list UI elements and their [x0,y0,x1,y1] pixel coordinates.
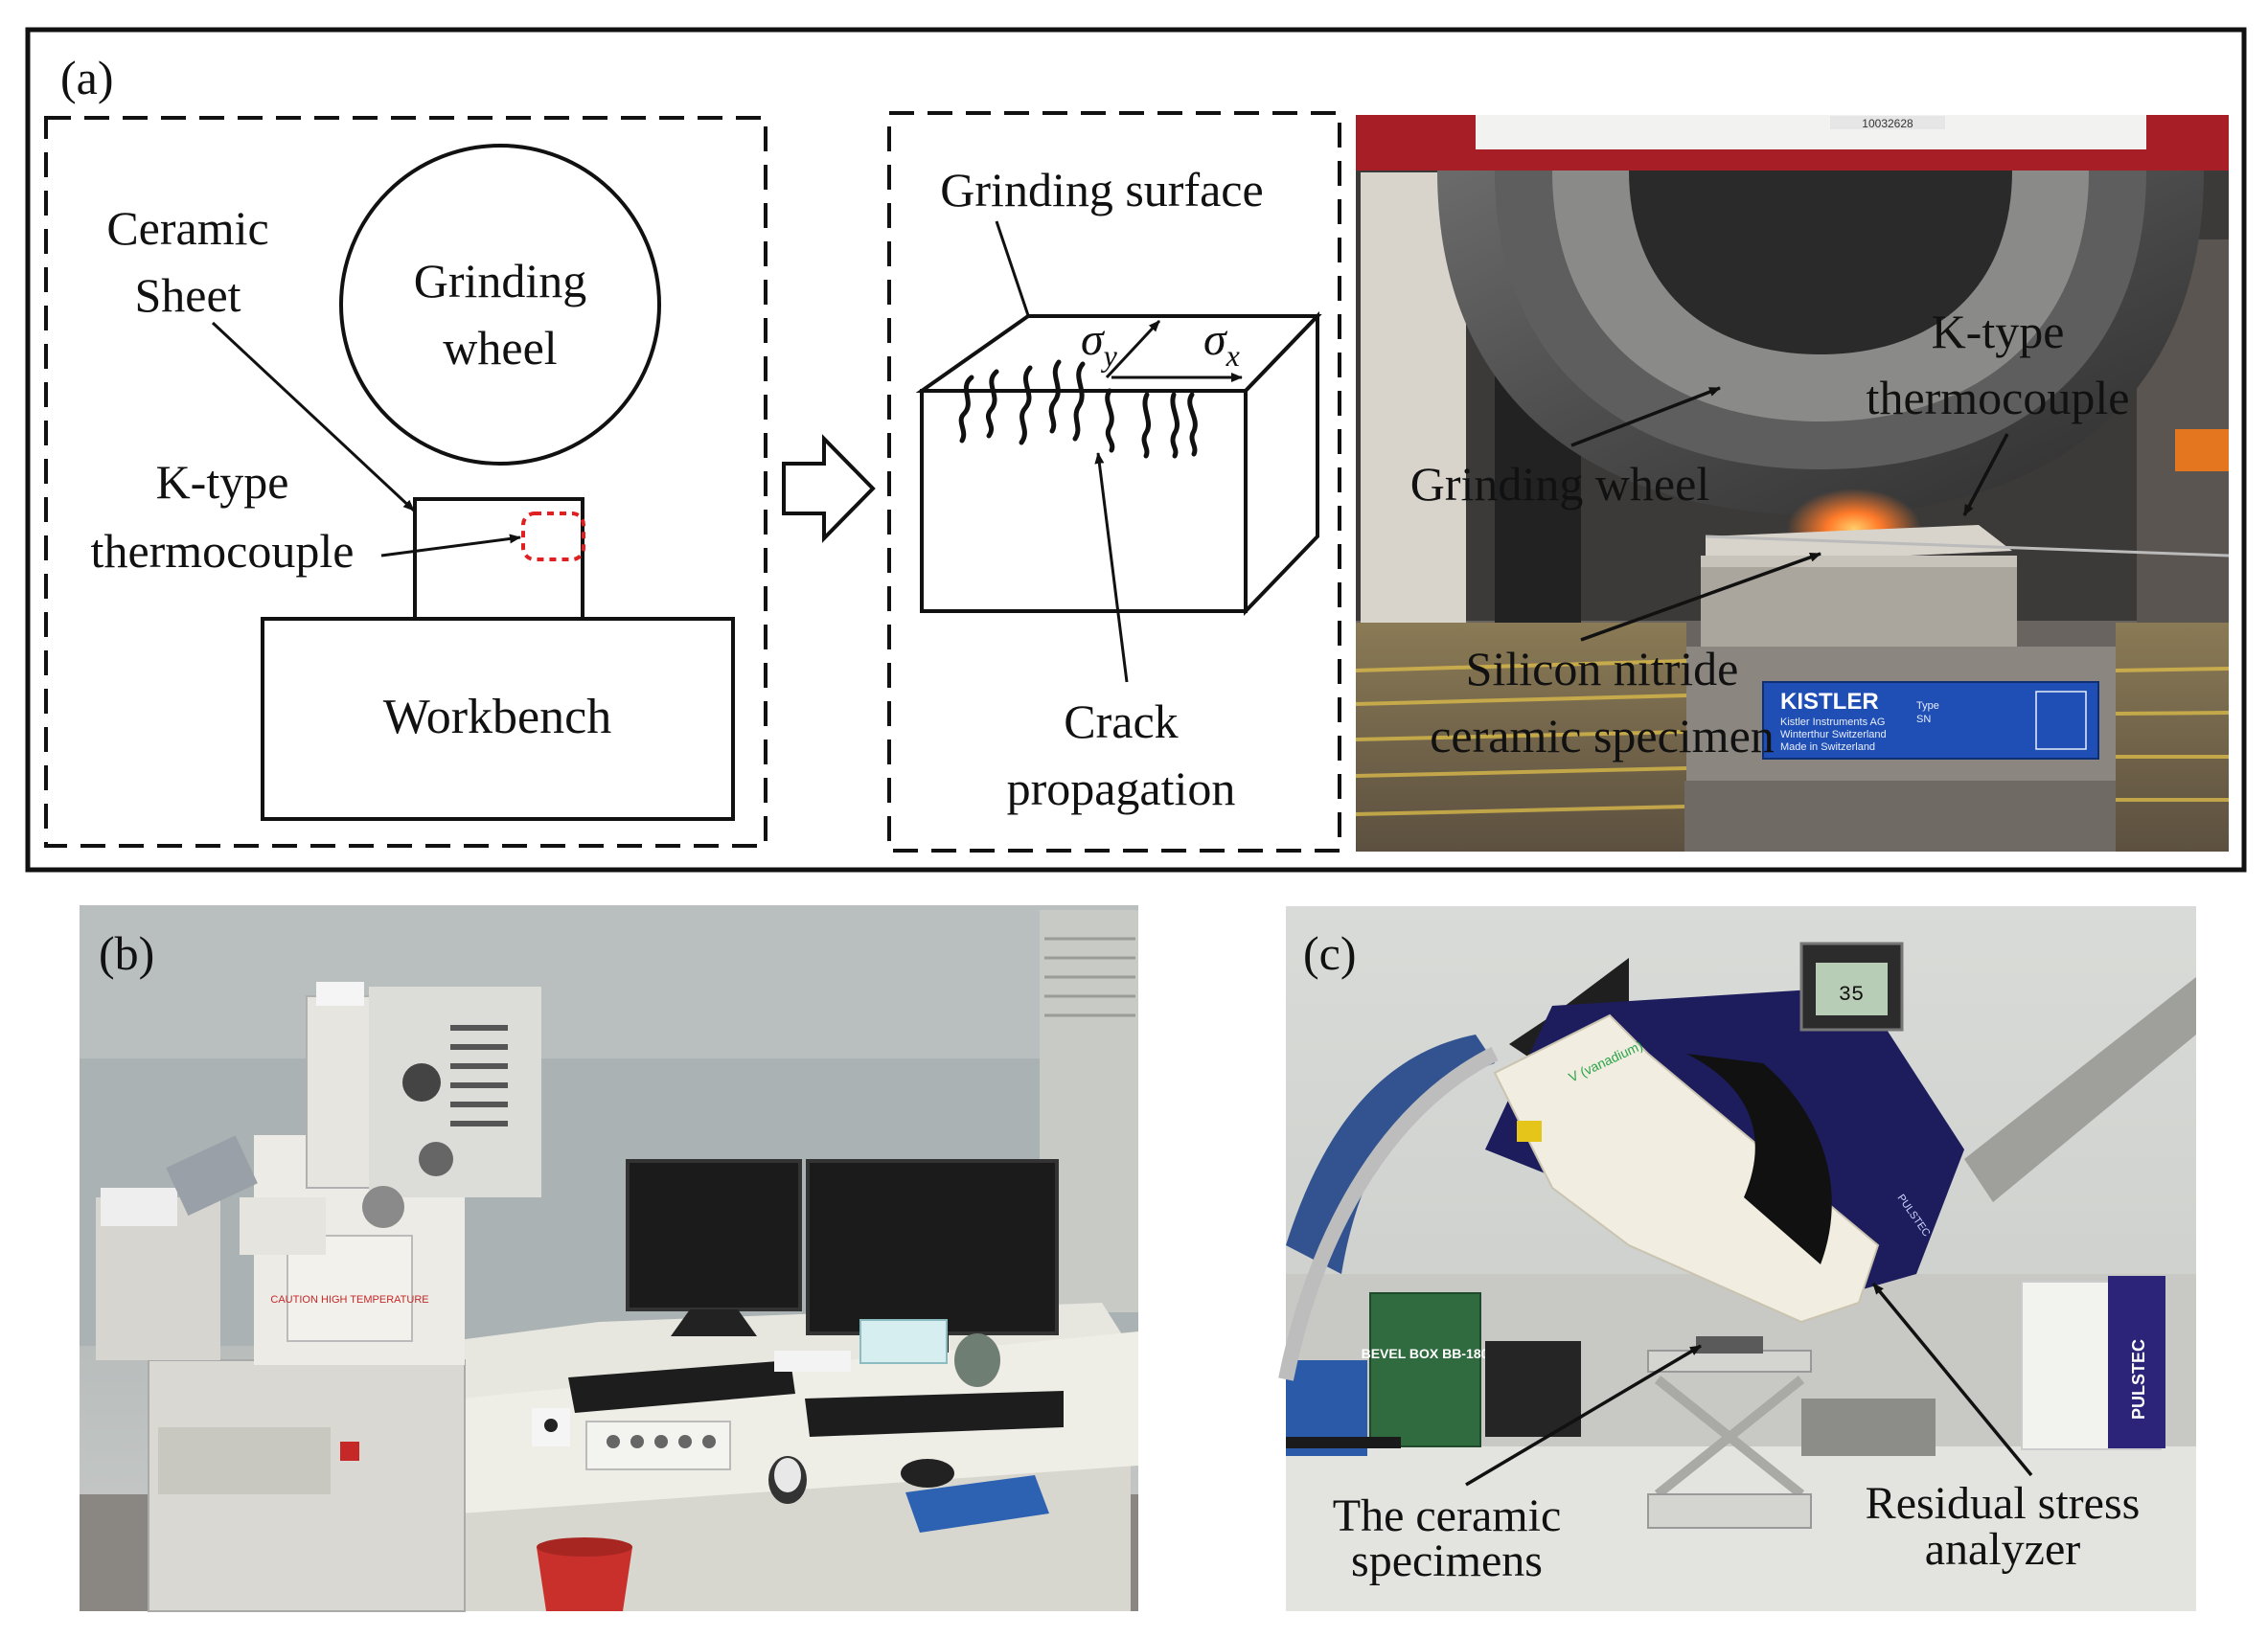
photo-k-type-label-2: thermocouple [1867,371,2130,424]
analyzer-label-1: Residual stress [1866,1478,2141,1529]
photo-specimen-label-1: Silicon nitride [1466,642,1739,695]
svg-text:SN: SN [1916,714,1931,725]
monitor-left [626,1159,802,1311]
analyzer-arrow [1871,1282,2033,1477]
crack-lines [958,359,1198,459]
svg-text:Type: Type [1916,700,1939,712]
photo-specimen-arrow [1580,552,1821,642]
svg-text:PULSTEC: PULSTEC [2129,1339,2148,1420]
svg-text:BEVEL BOX BB-180: BEVEL BOX BB-180 [1362,1346,1489,1361]
panel-a-frame [25,27,2247,873]
crack-diagram: Grinding surface σy σx [887,111,1341,853]
specimens-label-1: The ceramic [1333,1490,1562,1541]
sigma-x-label: σx [1203,314,1240,373]
photo-k-type-arrow [1962,433,2009,516]
k-type-label-1: K-type [156,455,289,509]
workbench-box [261,617,735,821]
workbench-label: Workbench [383,690,611,744]
grinding-surface-label: Grinding surface [940,163,1263,216]
kistler-plate [1762,681,2099,760]
crack-dashed-border [887,111,1341,853]
kistler-brand: KISTLER [1780,689,1879,715]
panel-c-photo: BEVEL BOX BB-180 V (vanadium) PULSTEC [1278,906,2196,1611]
svg-text:Kistler Instruments AG: Kistler Instruments AG [1780,717,1885,728]
svg-text:Made in Switzerland: Made in Switzerland [1780,741,1875,753]
residual-stress-analyzer: V (vanadium) PULSTEC 35 [1485,942,1964,1324]
analyzer-label-2: analyzer [1925,1524,2081,1575]
transition-arrow-icon [782,434,876,543]
green-box [1369,1292,1481,1447]
k-type-arrow [380,534,521,557]
thermocouple-marker [521,512,585,561]
schematic-dashed-border [44,116,767,848]
photo-tag-number: 10032628 [1862,117,1913,130]
svg-text:Winterthur Switzerland: Winterthur Switzerland [1780,729,1887,740]
block-front-face [920,389,1248,613]
ceramic-sheet-label-2: Sheet [134,268,241,322]
ceramic-sheet-label-1: Ceramic [106,201,268,255]
sigma-y-label: σy [1081,314,1118,373]
grinding-wheel-label-2: wheel [443,321,557,375]
specimens-arrow [1465,1344,1702,1487]
grinding-wheel-label-1: Grinding [414,254,587,307]
crack-label-2: propagation [1007,762,1236,815]
panel-b-tag: (b) [99,926,154,980]
panel-a-tag: (a) [60,51,114,104]
panel-a: (a) Grinding wheel Ceramic Sheet K-type … [25,27,2247,873]
photo-wheel-arrow [1570,386,1721,447]
panel-c-tag: (c) [1303,926,1357,980]
k-type-label-2: thermocouple [91,524,355,578]
photo-k-type-label-1: K-type [1932,305,2065,358]
grinding-photo: 10032628 KISTLER Kistler Instrumen [1355,115,2230,852]
svg-text:35: 35 [1839,983,1864,1007]
grinding-wheel-circle [339,144,661,466]
ceramic-sheet-arrow [211,321,416,512]
sigma-y-arrow [1105,319,1161,379]
schematic-diagram: Grinding wheel Ceramic Sheet K-type ther… [44,116,767,848]
specimens-label-2: specimens [1351,1536,1543,1586]
ceramic-sheet-box [413,497,584,621]
photo-specimen-label-2: ceramic specimen [1430,709,1775,762]
photo-wheel-label: Grinding wheel [1410,457,1709,511]
crack-arrow [1094,452,1129,683]
panel-b-photo: CAUTION HIGH TEMPERATURE [80,905,1138,1612]
monitor-right [806,1159,1059,1335]
sem-caution-sticker: CAUTION HIGH TEMPERATURE [270,1294,428,1306]
crack-label-1: Crack [1064,694,1178,748]
lab-jack [1647,1336,1936,1529]
analyzer-display [1816,963,1888,1015]
